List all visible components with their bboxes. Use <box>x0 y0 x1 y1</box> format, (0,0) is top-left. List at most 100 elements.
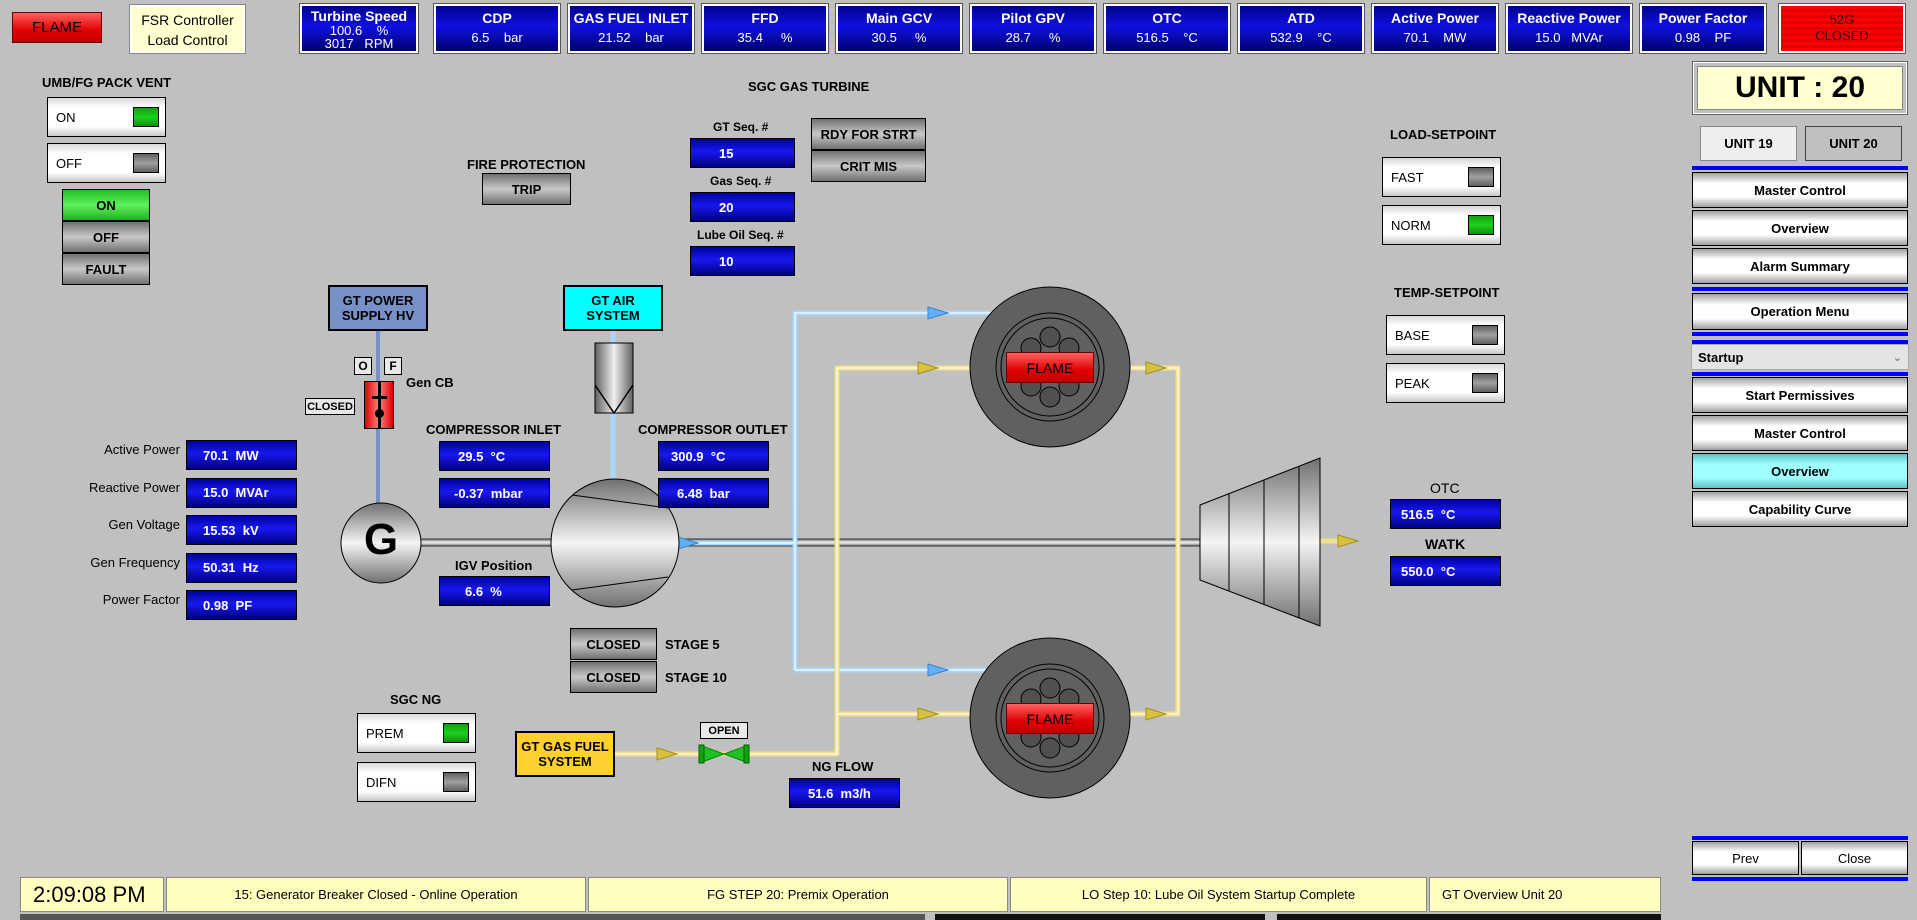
tile-value-percent: 100.6 % <box>329 23 389 38</box>
bottom-strip <box>1277 914 1661 920</box>
gas-flow-arrows <box>656 361 1360 761</box>
lube-oil-seq-value: 10 <box>690 246 795 276</box>
tile-value: 15.0 MVAr <box>1535 30 1603 45</box>
compressor-outlet-pressure: 6.48 bar <box>658 478 769 508</box>
vent-on-toggle[interactable]: ON <box>47 97 166 137</box>
button-label: Operation Menu <box>1750 304 1850 319</box>
tile-title: ATD <box>1287 10 1315 26</box>
flame-label: FLAME <box>1026 359 1074 376</box>
nav-master-control-button[interactable]: Master Control <box>1692 415 1908 451</box>
button-label: O <box>358 359 368 373</box>
toggle-label: PREM <box>366 725 404 741</box>
temp-setpoint-title: TEMP-SETPOINT <box>1394 285 1500 300</box>
unit19-button[interactable]: UNIT 19 <box>1700 126 1797 161</box>
nav-overview-button[interactable]: Overview <box>1692 453 1908 489</box>
cb-open-button[interactable]: O <box>354 357 372 375</box>
controller-name: FSR Controller <box>141 12 234 28</box>
nav-master-control-button[interactable]: Master Control <box>1692 172 1908 208</box>
button-label: UNIT 19 <box>1724 136 1773 151</box>
indicator-label: CRIT MIS <box>839 158 898 174</box>
gas-control-valve-icon <box>698 744 750 764</box>
flame-indicator-bottom: FLAME <box>1006 703 1094 734</box>
divider <box>1692 877 1908 881</box>
divider <box>1692 372 1908 376</box>
toggle-label: ON <box>56 109 76 125</box>
status-text: FG STEP 20: Premix Operation <box>707 887 889 902</box>
vent-off-toggle[interactable]: OFF <box>47 143 166 183</box>
crit-mis-indicator: CRIT MIS <box>811 150 926 182</box>
led-on-icon <box>443 723 469 743</box>
tile-title: Power Factor <box>1658 10 1748 26</box>
button-label: Close <box>1837 850 1872 866</box>
gen-circuit-breaker-icon[interactable] <box>364 381 394 429</box>
led-off-icon <box>133 153 159 173</box>
unit20-button[interactable]: UNIT 20 <box>1805 126 1902 161</box>
load-norm-toggle[interactable]: NORM <box>1382 205 1501 245</box>
select-value: Startup <box>1698 349 1744 365</box>
button-label: Capability Curve <box>1748 501 1852 517</box>
gt-seq-value: 15 <box>690 138 795 168</box>
nav-alarm-summary-button[interactable]: Alarm Summary <box>1692 248 1908 284</box>
reading-value: 0.98 PF <box>186 590 297 620</box>
nav-start-permissives-button[interactable]: Start Permissives <box>1692 377 1908 413</box>
breaker-state: CLOSED <box>1815 28 1869 43</box>
toggle-label: DIFN <box>366 774 397 790</box>
prev-button[interactable]: Prev <box>1692 841 1799 875</box>
flame-label: FLAME <box>31 19 82 36</box>
led-off-icon <box>1472 373 1498 393</box>
reading-label: Power Factor <box>102 592 180 607</box>
gt-seq-label: GT Seq. # <box>713 120 769 134</box>
led-off-icon <box>1472 325 1498 345</box>
temp-base-toggle[interactable]: BASE <box>1386 315 1505 355</box>
cb-close-button[interactable]: F <box>384 357 402 375</box>
fire-protection-title: FIRE PROTECTION <box>467 157 586 172</box>
trip-label: TRIP <box>511 181 542 197</box>
nav-capability-curve-button[interactable]: Capability Curve <box>1692 491 1908 527</box>
tile-value: 70.1 MW <box>1403 30 1467 45</box>
otc-title: OTC <box>1430 480 1460 496</box>
gt-gas-fuel-system-box: GT GAS FUEL SYSTEM <box>515 731 615 777</box>
toggle-label: BASE <box>1395 327 1430 343</box>
badge-label: OPEN <box>708 724 740 737</box>
tile-title: Reactive Power <box>1517 10 1621 26</box>
tile-reactive-power: Reactive Power 15.0 MVAr <box>1505 3 1633 54</box>
difn-toggle[interactable]: DIFN <box>357 762 476 802</box>
load-fast-toggle[interactable]: FAST <box>1382 157 1501 197</box>
reading-value: 50.31 Hz <box>186 552 297 583</box>
button-label: UNIT 20 <box>1829 136 1878 151</box>
vent-status-fault: FAULT <box>62 253 150 285</box>
tile-title: Turbine Speed <box>310 8 408 24</box>
clock-time: 2:09:08 PM <box>33 881 146 907</box>
button-label: F <box>389 359 397 373</box>
nav-overview-button[interactable]: Overview <box>1692 210 1908 246</box>
tile-title: CDP <box>482 10 512 26</box>
unit-title: UNIT : 20 <box>1697 66 1903 110</box>
operation-menu-button[interactable]: Operation Menu <box>1692 293 1908 330</box>
tile-cdp: CDP 6.5 bar <box>433 3 561 54</box>
ready-for-start-indicator: RDY FOR STRT <box>811 118 926 150</box>
status-message-lo: LO Step 10: Lube Oil System Startup Comp… <box>1010 877 1427 912</box>
unit-title-frame: UNIT : 20 <box>1692 61 1908 115</box>
status-label: ON <box>96 197 116 213</box>
button-label: Overview <box>1771 220 1829 236</box>
close-button[interactable]: Close <box>1801 841 1908 875</box>
tile-value: 532.9 °C <box>1270 30 1332 45</box>
reading-label: Gen Voltage <box>108 517 180 532</box>
screen-name: GT Overview Unit 20 <box>1429 877 1661 912</box>
prem-toggle[interactable]: PREM <box>357 713 476 753</box>
temp-peak-toggle[interactable]: PEAK <box>1386 363 1505 403</box>
tile-value: 30.5 % <box>871 30 927 45</box>
reading-label: Gen Frequency <box>90 554 180 570</box>
flame-indicator-top: FLAME <box>1006 352 1094 383</box>
clock: 2:09:08 PM <box>20 877 164 912</box>
sgc-gas-turbine-title: SGC GAS TURBINE <box>748 79 870 94</box>
tile-value: 6.5 bar <box>471 30 523 45</box>
vent-status-on: ON <box>62 189 150 221</box>
operation-select[interactable]: Startup ⌄ <box>1691 344 1909 370</box>
chevron-down-icon: ⌄ <box>1892 351 1902 364</box>
status-label: FAULT <box>85 261 127 277</box>
led-off-icon <box>1468 167 1494 187</box>
